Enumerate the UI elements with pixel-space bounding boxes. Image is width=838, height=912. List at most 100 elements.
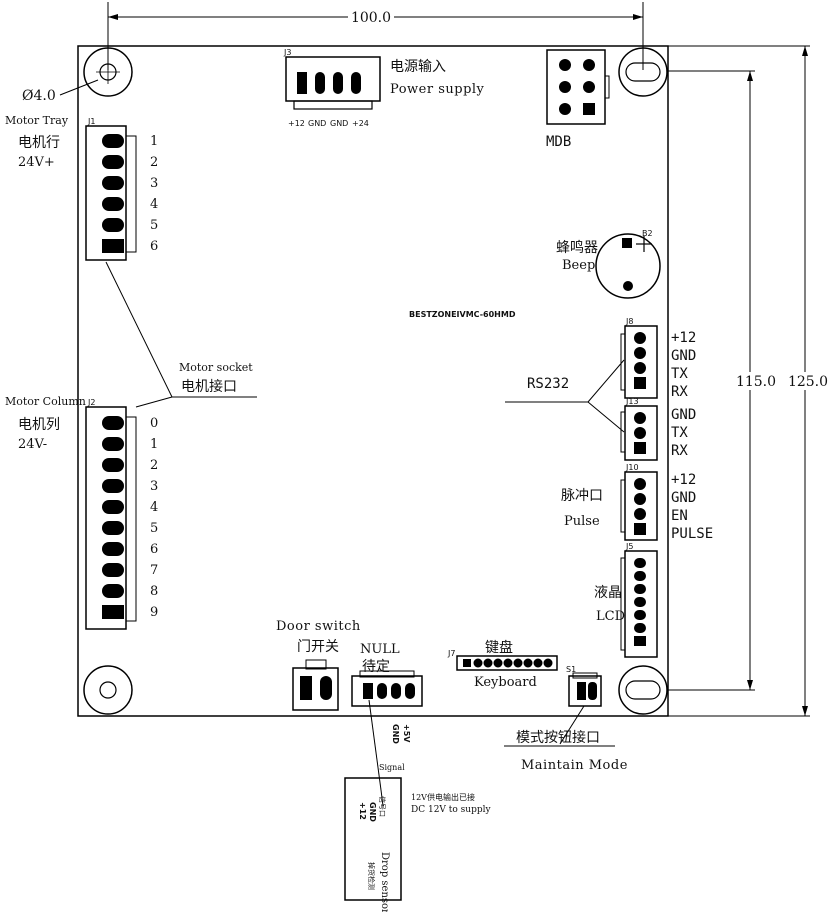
door-switch-connector: Door switch 门开关 xyxy=(276,619,361,711)
motor-socket-label-en: Motor socket xyxy=(179,361,253,374)
power-pin-3: GND xyxy=(330,119,348,128)
power-label-cn: 电源输入 xyxy=(390,59,446,75)
motor-tray-ref: J1 xyxy=(87,117,95,126)
j8-pin-1: +12 xyxy=(671,330,696,346)
beep-component: B2 蜂鸣器 Beep xyxy=(556,229,661,299)
keyboard-connector: J7 键盘 Keyboard xyxy=(447,639,558,690)
j8-pin-4: RX xyxy=(671,384,688,400)
drop-label-cn: 掉货检测 xyxy=(367,862,376,890)
board-outline xyxy=(77,45,669,717)
tray-pin-3: 3 xyxy=(150,176,158,191)
tray-pin-5: 5 xyxy=(150,218,158,233)
tray-pin-4: 4 xyxy=(150,197,158,212)
column-pin-6: 6 xyxy=(150,542,158,557)
motor-column-ref: J2 xyxy=(87,398,95,407)
mdb-connector: MDB xyxy=(546,49,610,150)
keyboard-label-en: Keyboard xyxy=(474,675,537,690)
rs232-j8-connector: J8 +12 GND TX RX xyxy=(620,317,696,400)
column-pin-8: 8 xyxy=(150,584,158,599)
door-label-en: Door switch xyxy=(276,619,361,634)
mdb-label: MDB xyxy=(546,134,571,150)
beep-label-cn: 蜂鸣器 xyxy=(556,239,598,256)
drop-pin-gnd: GND xyxy=(368,802,377,822)
power-pin-2: GND xyxy=(308,119,326,128)
pulse-pin-4: PULSE xyxy=(671,526,713,542)
outer-height-label: 125.0 xyxy=(788,374,828,390)
column-pin-1: 1 xyxy=(150,437,158,452)
lcd-label-cn: 液晶 xyxy=(594,585,622,601)
lcd-label-en: LCD xyxy=(596,609,625,624)
j8-ref: J8 xyxy=(625,317,633,326)
drop-signal-label: Signal xyxy=(379,763,405,772)
null-label-cn: 待定 xyxy=(362,659,390,675)
null-pin-gnd: GND xyxy=(391,724,400,744)
inner-height-label: 115.0 xyxy=(736,374,776,390)
motor-tray-connector: J1 1 2 3 4 5 6 xyxy=(85,117,158,261)
null-connector: NULL 待定 GND +5V xyxy=(351,642,423,744)
column-pin-2: 2 xyxy=(150,458,158,473)
board-name: BESTZONEIVMC-60HMD xyxy=(409,310,516,319)
column-pin-4: 4 xyxy=(150,500,158,515)
dimension-heights: 115.0 125.0 xyxy=(668,45,832,717)
mounting-hole-bl xyxy=(83,665,133,715)
j13-pin-2: TX xyxy=(671,425,688,441)
maintain-connector: S1 模式按钮接口 Maintain Mode xyxy=(504,665,628,773)
pulse-pin-3: EN xyxy=(671,508,688,524)
power-pin-1: +12 xyxy=(288,119,305,128)
pulse-connector: J10 +12 GND EN PULSE 脉冲口 Pulse xyxy=(561,463,713,542)
rs232-j13-connector: J13 GND TX RX xyxy=(620,397,696,461)
null-pin-5v: +5V xyxy=(402,724,411,743)
dimension-width: 100.0 xyxy=(107,2,644,70)
drop-pin-signal: 信号口 xyxy=(378,796,387,817)
hole-diameter-label: Ø4.0 xyxy=(22,88,56,104)
motor-socket-callout: Motor socket 电机接口 xyxy=(105,261,257,408)
width-dimension-label: 100.0 xyxy=(351,10,391,26)
tray-pin-1: 1 xyxy=(150,134,158,149)
motor-tray-voltage: 24V+ xyxy=(18,155,55,170)
j13-pin-3: RX xyxy=(671,443,688,459)
motor-column-voltage: 24V- xyxy=(18,437,47,452)
mounting-hole-br xyxy=(618,665,668,715)
pulse-ref: J10 xyxy=(625,463,639,472)
drop-label-en: Drop sensor xyxy=(379,852,390,912)
column-pin-5: 5 xyxy=(150,521,158,536)
mounting-hole-tr xyxy=(618,47,668,97)
beep-label-en: Beep xyxy=(562,258,595,273)
keyboard-label-cn: 键盘 xyxy=(485,639,513,656)
rs232-callout: RS232 xyxy=(505,359,625,433)
power-connector: J3 +12 GND GND +24 电源输入 Power supply xyxy=(283,48,485,128)
pulse-pin-1: +12 xyxy=(671,472,696,488)
keyboard-ref: J7 xyxy=(447,649,455,658)
j13-ref: J13 xyxy=(625,397,639,406)
mounting-hole-tl xyxy=(83,47,133,97)
null-label-en: NULL xyxy=(360,642,400,657)
lcd-connector: J5 液晶 LCD xyxy=(594,542,658,658)
rs232-label: RS232 xyxy=(527,376,569,392)
tray-pin-2: 2 xyxy=(150,155,158,170)
maintain-ref: S1 xyxy=(566,665,576,674)
j8-pin-3: TX xyxy=(671,366,688,382)
power-label-en: Power supply xyxy=(390,82,485,97)
pulse-pin-2: GND xyxy=(671,490,696,506)
motor-column-label-cn: 电机列 xyxy=(18,417,60,433)
drop-pin-12: +12 xyxy=(358,802,367,820)
column-pin-0: 0 xyxy=(150,416,158,431)
drop-note-en: DC 12V to supply xyxy=(411,805,491,815)
lcd-ref: J5 xyxy=(625,542,633,551)
pulse-label-cn: 脉冲口 xyxy=(561,488,603,504)
tray-pin-6: 6 xyxy=(150,239,158,254)
column-pin-7: 7 xyxy=(150,563,158,578)
drop-sensor: Signal +12 GND 信号口 掉货检测 Drop sensor 12V供… xyxy=(344,699,491,912)
j8-pin-2: GND xyxy=(671,348,696,364)
power-pin-4: +24 xyxy=(352,119,369,128)
motor-tray-label-en: Motor Tray xyxy=(5,114,69,127)
beep-ref: B2 xyxy=(642,229,653,238)
door-label-cn: 门开关 xyxy=(297,639,339,655)
maintain-label-cn: 模式按钮接口 xyxy=(516,729,600,746)
column-pin-3: 3 xyxy=(150,479,158,494)
motor-column-label-en: Motor Column xyxy=(5,395,86,408)
motor-tray-label-cn: 电机行 xyxy=(18,135,60,151)
maintain-label-en: Maintain Mode xyxy=(521,758,628,773)
power-ref: J3 xyxy=(283,48,291,57)
